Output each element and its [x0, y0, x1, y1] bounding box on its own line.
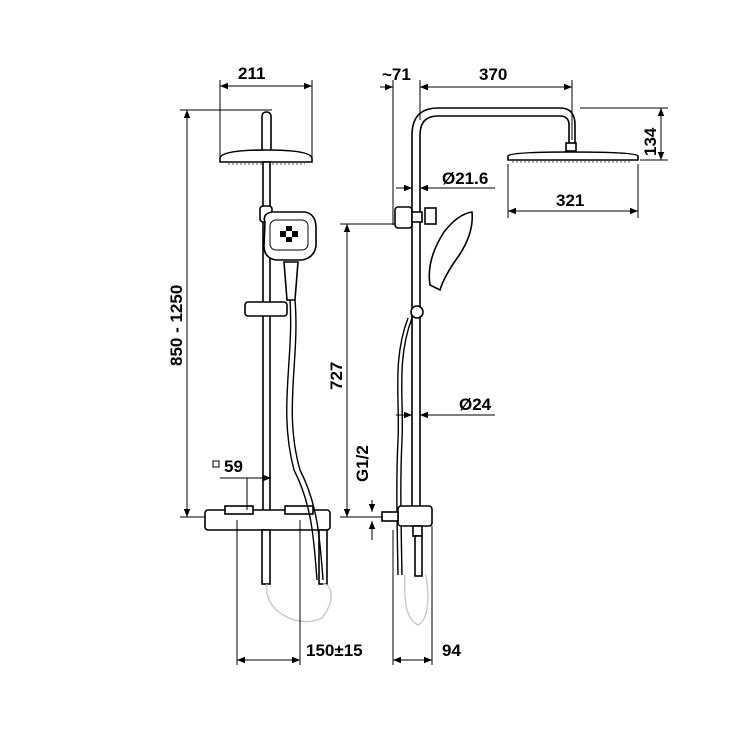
side-dimension-d21: Ø21.6: [396, 169, 495, 192]
front-dimension-59: 59: [212, 457, 271, 510]
side-dimension-321: 321: [507, 164, 639, 218]
side-overhead-shower: [507, 151, 639, 161]
dim-valve-square: 59: [224, 457, 243, 476]
side-slider: [410, 305, 424, 319]
side-dimension-g12: G1/2: [353, 445, 376, 540]
front-dimension-211: 211: [219, 64, 313, 158]
front-dimension-150: 150±15: [236, 520, 363, 665]
front-slider: [244, 301, 288, 317]
dim-thread-size: G1/2: [353, 445, 372, 482]
dim-total-height: 850 - 1250: [167, 285, 186, 366]
dim-pipe-diameter-bottom: Ø24: [459, 395, 492, 414]
front-hand-shower: [259, 205, 317, 301]
dim-arm-offset: ~71: [382, 65, 411, 84]
dim-pipe-diameter-top: Ø21.6: [442, 169, 488, 188]
dim-arm-length: 370: [479, 65, 507, 84]
dim-slide-height: 727: [327, 362, 346, 390]
side-dimension-134: 134: [580, 107, 668, 161]
dim-head-height: 134: [641, 127, 660, 156]
side-dimension-71: ~71: [380, 65, 440, 225]
side-dimension-94: 94: [392, 526, 461, 665]
front-overhead-shower: [219, 111, 313, 165]
side-hand-shower: [424, 207, 474, 292]
side-thermostat: [381, 505, 433, 577]
side-dimension-d24: Ø24: [396, 395, 495, 419]
side-dimension-727: 727: [327, 223, 395, 518]
dim-wall-depth: 94: [442, 641, 461, 660]
dim-side-head-width: 321: [556, 191, 584, 210]
front-view: [204, 111, 332, 623]
side-dimension-370: 370: [420, 65, 573, 140]
side-view: [381, 107, 639, 626]
front-dimension-height: 850 - 1250: [167, 109, 272, 518]
side-wall-bracket-top: [394, 206, 413, 229]
dim-center-distance: 150±15: [306, 641, 363, 660]
dim-front-head-width: 211: [238, 64, 265, 83]
